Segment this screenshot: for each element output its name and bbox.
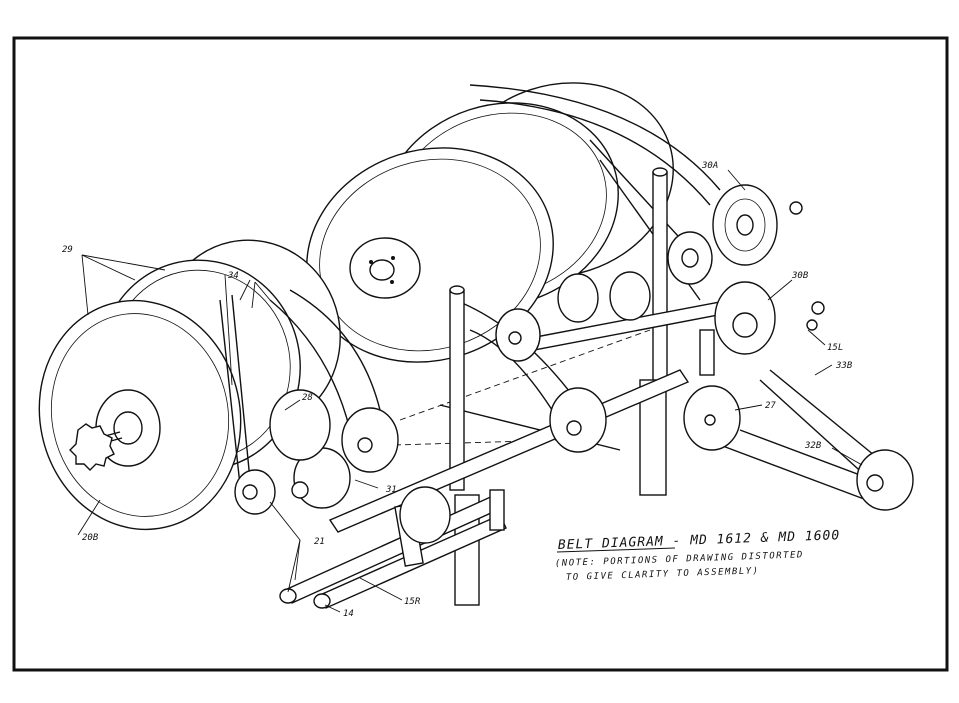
note-line-1: (NOTE: PORTIONS OF DRAWING DISTORTED — [555, 550, 804, 569]
note-line-2: TO GIVE CLARITY TO ASSEMBLY) — [566, 566, 760, 583]
right-pulley-stack — [306, 82, 674, 363]
title-underline — [556, 547, 676, 553]
callout-34: 34 — [227, 271, 239, 281]
callout-31: 31 — [385, 485, 397, 495]
left-pulley-stack — [38, 239, 341, 531]
title-block: BELT DIAGRAM - MD 1612 & MD 1600 (NOTE: … — [555, 528, 841, 583]
callout-32B: 32B — [804, 441, 822, 451]
drawing-title: BELT DIAGRAM - MD 1612 & MD 1600 — [558, 528, 841, 553]
callout-14: 14 — [343, 609, 354, 619]
callout-15L: 15L — [827, 343, 843, 353]
callout-21: 21 — [314, 537, 325, 547]
callout-20B: 20B — [82, 533, 99, 543]
callout-33B: 33B — [835, 361, 853, 371]
centre-lines — [394, 329, 651, 446]
callout-29: 29 — [62, 245, 73, 255]
callout-27: 27 — [765, 401, 776, 411]
callout-28: 28 — [302, 393, 313, 403]
leader-lines — [77, 169, 863, 613]
callout-30A: 30A — [701, 161, 718, 171]
callouts: 29 34 28 31 21 14 15R 20B 30A 30B 15L 33… — [62, 161, 853, 619]
sheet-border — [12, 36, 949, 672]
small-pulleys — [234, 184, 914, 544]
callout-30B: 30B — [791, 271, 809, 281]
callout-15R: 15R — [404, 597, 421, 607]
